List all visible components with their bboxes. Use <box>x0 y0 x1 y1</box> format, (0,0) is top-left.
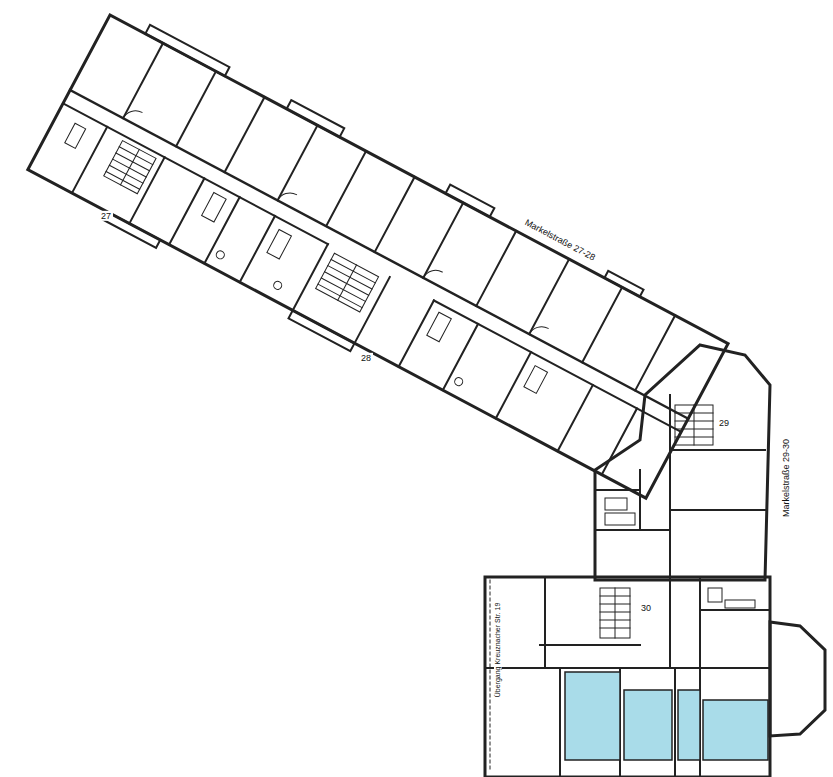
passage-label: Übergang Kreuznacher Str. 19 <box>494 601 502 700</box>
stair-number: 29 <box>717 418 731 428</box>
stair-number: 27 <box>99 211 113 221</box>
stair-number: 28 <box>359 353 373 363</box>
street-name: Markelstraße 29-30 <box>781 437 791 519</box>
stair-number: 30 <box>639 603 653 613</box>
wing-27-28 <box>24 6 733 506</box>
